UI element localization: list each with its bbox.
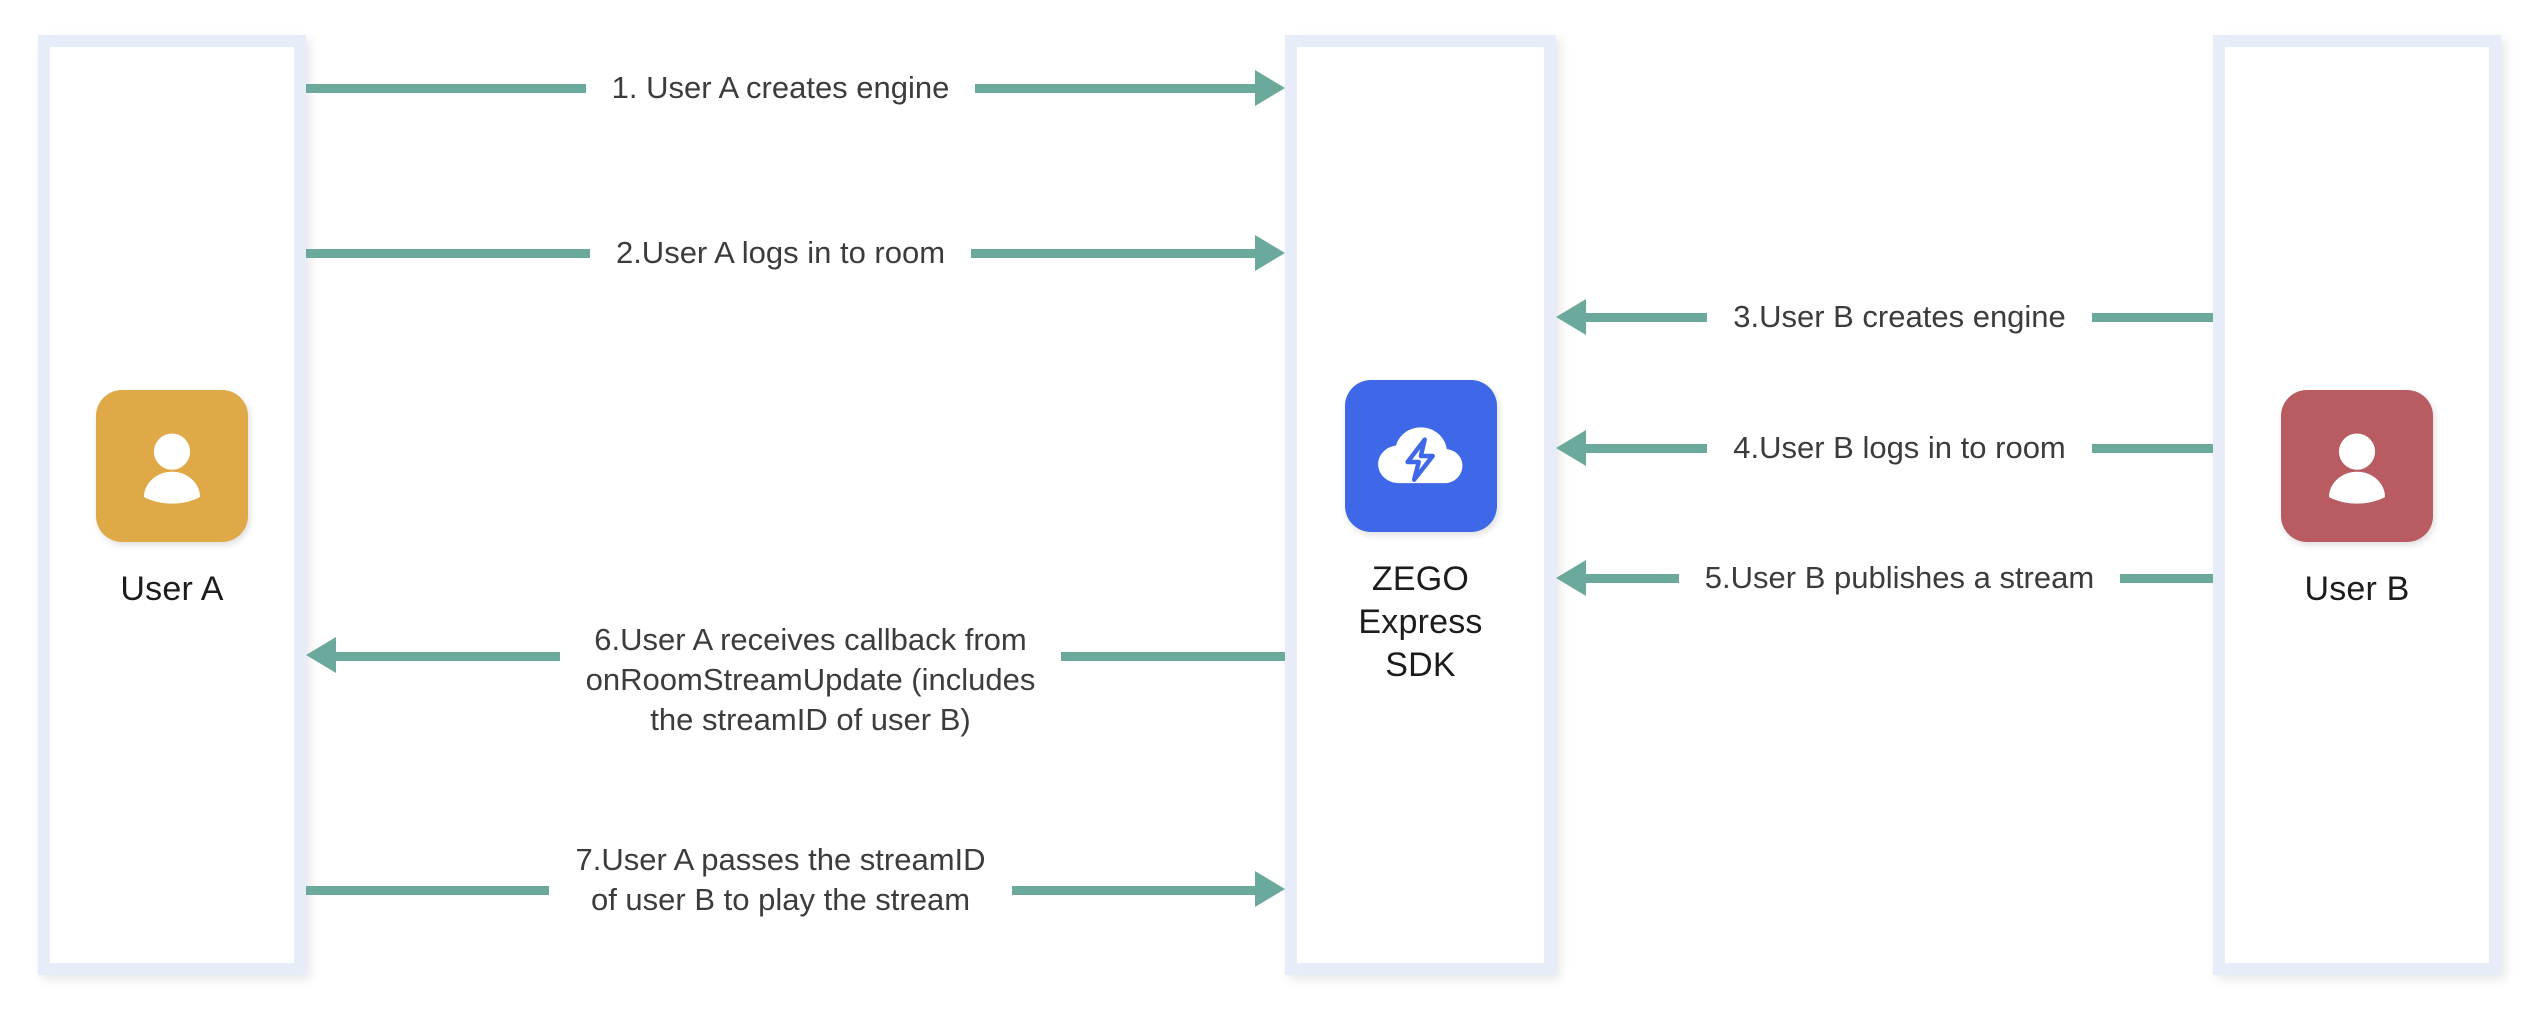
flow-label-step-2: 2.User A logs in to room <box>615 234 946 270</box>
arrow-line-left <box>306 83 586 93</box>
flow-arrow-step-3: 3.User B creates engine <box>1556 297 2214 337</box>
flow-arrow-step-2: 2.User A logs in to room <box>306 233 1286 273</box>
arrowhead-right-icon <box>1255 871 1286 907</box>
arrow-line-right <box>2120 573 2213 583</box>
node-user-b: User B <box>2213 390 2501 611</box>
node-label-zego-sdk: ZEGO Express SDK <box>1358 560 1483 684</box>
arrow-line-right <box>1011 886 1256 895</box>
arrow-line-right <box>2091 443 2213 453</box>
flow-label-step-4: 4.User B logs in to room <box>1733 429 2066 465</box>
arrow-line-left <box>306 248 590 258</box>
flow-arrow-step-5: 5.User B publishes a stream <box>1556 558 2213 598</box>
lifeline-box-user-b <box>2213 35 2501 975</box>
flow-label-step-7: 7.User A passes the streamID of user B t… <box>575 841 986 917</box>
node-container-user-a: User A <box>38 35 306 975</box>
arrowhead-left-icon <box>1556 299 1586 335</box>
arrow-line-left <box>336 652 560 661</box>
arrowhead-left-icon <box>306 637 336 673</box>
arrow-line-left <box>1586 443 1708 453</box>
node-zego-sdk: ZEGO Express SDK <box>1285 380 1556 686</box>
node-label-user-b: User B <box>2304 570 2410 608</box>
node-container-user-b: User B <box>2213 35 2501 975</box>
node-container-zego-sdk: ZEGO Express SDK <box>1285 35 1556 975</box>
flow-label-step-5: 5.User B publishes a stream <box>1704 559 2095 595</box>
person-avatar-icon <box>96 390 248 542</box>
flow-arrow-step-7: 7.User A passes the streamID of user B t… <box>306 820 1286 940</box>
arrow-line-right <box>2091 312 2214 322</box>
arrow-line-right <box>971 248 1256 258</box>
person-avatar-icon <box>2281 390 2433 542</box>
lifeline-box-user-a <box>38 35 306 975</box>
arrow-line-right <box>1061 652 1286 661</box>
flow-arrow-step-1: 1. User A creates engine <box>306 68 1286 108</box>
node-label-user-a: User A <box>120 570 224 608</box>
flow-label-step-3: 3.User B creates engine <box>1733 298 2066 334</box>
arrow-line-right <box>975 83 1256 93</box>
arrow-line-left <box>1586 312 1708 322</box>
arrow-line-left <box>1586 573 1679 583</box>
cloud-lightning-icon <box>1344 380 1497 532</box>
arrowhead-right-icon <box>1255 235 1286 271</box>
flow-label-step-1: 1. User A creates engine <box>611 69 950 105</box>
flow-arrow-step-6: 6.User A receives callback from onRoomSt… <box>306 600 1286 760</box>
arrowhead-right-icon <box>1255 70 1286 106</box>
node-user-a: User A <box>38 390 306 611</box>
arrowhead-left-icon <box>1556 560 1586 596</box>
flow-label-step-6: 6.User A receives callback from onRoomSt… <box>585 621 1036 738</box>
arrow-line-left <box>306 886 550 895</box>
flow-arrow-step-4: 4.User B logs in to room <box>1556 428 2213 468</box>
arrowhead-left-icon <box>1556 430 1586 466</box>
